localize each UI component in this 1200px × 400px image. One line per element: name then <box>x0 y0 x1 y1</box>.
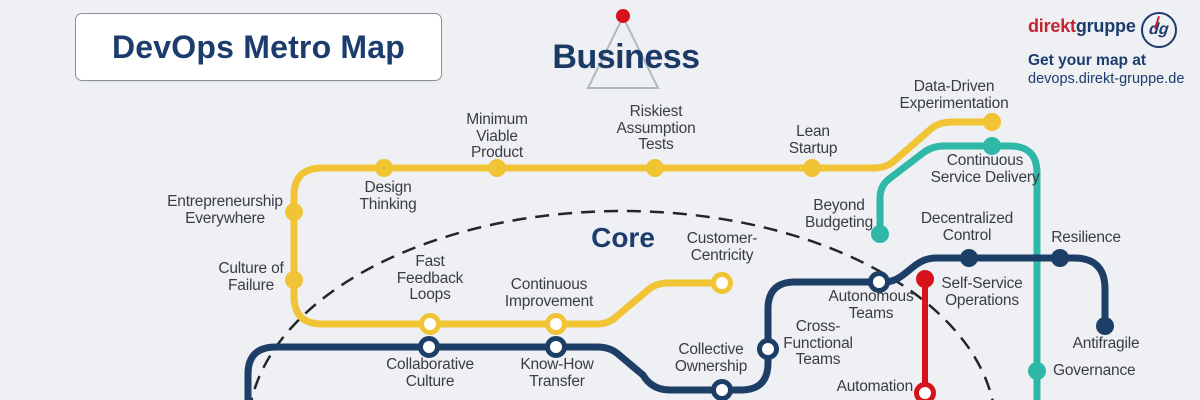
station-label-continuous-improvement: Continuous Improvement <box>504 276 594 310</box>
station-label-automation: Automation <box>836 378 914 395</box>
brand-cta-text: Get your map at <box>1028 52 1146 69</box>
station-customer-centricity <box>711 272 733 294</box>
station-decentralized-control <box>960 249 978 267</box>
station-label-beyond-budgeting: Beyond Budgeting <box>804 197 874 231</box>
station-label-data-driven-experimentation: Data-Driven Experimentation <box>899 78 1009 112</box>
station-label-culture-of-failure: Culture of Failure <box>218 260 284 294</box>
metro-line-red <box>914 270 936 400</box>
station-antifragile <box>1096 317 1114 335</box>
station-collaborative-culture <box>418 336 440 358</box>
station-riskiest-assumption-tests <box>646 159 664 177</box>
zone-label-business: Business <box>552 38 700 76</box>
station-label-riskiest-assumption-tests: Riskiest Assumption Tests <box>616 103 696 154</box>
station-lean-startup <box>803 159 821 177</box>
station-self-service-operations <box>916 270 934 288</box>
brand-logo-icon: dg <box>1141 12 1177 48</box>
station-label-minimum-viable-product: Minimum Viable Product <box>466 111 528 162</box>
station-label-self-service-operations: Self-Service Operations <box>941 275 1023 309</box>
metro-line-teal <box>871 137 1046 400</box>
brand-url-link[interactable]: devops.direkt-gruppe.de <box>1028 71 1185 87</box>
station-label-autonomous-teams: Autonomous Teams <box>828 288 914 322</box>
brand-monogram: dg <box>1148 21 1170 38</box>
station-autonomous-teams <box>868 271 890 293</box>
station-data-driven-experimentation <box>983 113 1001 131</box>
brand-wordmark-red: direkt <box>1028 16 1076 36</box>
station-collective-ownership <box>711 379 733 400</box>
station-label-design-thinking: Design Thinking <box>359 179 417 213</box>
station-design-thinking <box>375 159 393 177</box>
page-title: DevOps Metro Map <box>111 28 406 65</box>
map-title-box: DevOps Metro Map <box>75 13 442 81</box>
station-resilience <box>1051 249 1069 267</box>
station-automation <box>914 382 936 400</box>
station-continuous-improvement <box>545 313 567 335</box>
station-continuous-service-delivery <box>983 137 1001 155</box>
station-label-continuous-service-delivery: Continuous Service Delivery <box>930 152 1040 186</box>
metro-line-yellow <box>285 113 1001 335</box>
station-minimum-viable-product <box>488 159 506 177</box>
station-know-how-transfer <box>545 336 567 358</box>
station-fast-feedback-loops <box>419 313 441 335</box>
station-label-entrepreneurship-everywhere: Entrepreneurship Everywhere <box>167 193 283 227</box>
brand-wordmark-dark: gruppe <box>1075 16 1136 36</box>
station-label-collaborative-culture: Collaborative Culture <box>386 356 474 390</box>
station-culture-of-failure <box>285 271 303 289</box>
business-triangle-icon <box>586 14 660 89</box>
business-triangle-apex-dot <box>616 9 630 23</box>
station-label-antifragile: Antifragile <box>1072 335 1140 352</box>
station-label-customer-centricity: Customer- Centricity <box>686 230 758 264</box>
station-entrepreneurship-everywhere <box>285 203 303 221</box>
station-label-fast-feedback-loops: Fast Feedback Loops <box>396 253 464 304</box>
zone-label-core: Core <box>591 222 655 253</box>
station-label-governance: Governance <box>1053 362 1136 379</box>
station-label-resilience: Resilience <box>1051 229 1121 246</box>
station-label-lean-startup: Lean Startup <box>788 123 838 157</box>
station-label-decentralized-control: Decentralized Control <box>920 210 1014 244</box>
station-beyond-budgeting <box>871 225 889 243</box>
station-label-collective-ownership: Collective Ownership <box>674 341 748 375</box>
station-cross-functional-teams <box>757 338 779 360</box>
station-governance <box>1028 362 1046 380</box>
metro-line-navy <box>244 249 1114 400</box>
station-label-cross-functional-teams: Cross- Functional Teams <box>783 318 853 369</box>
station-label-know-how-transfer: Know-How Transfer <box>520 356 594 390</box>
